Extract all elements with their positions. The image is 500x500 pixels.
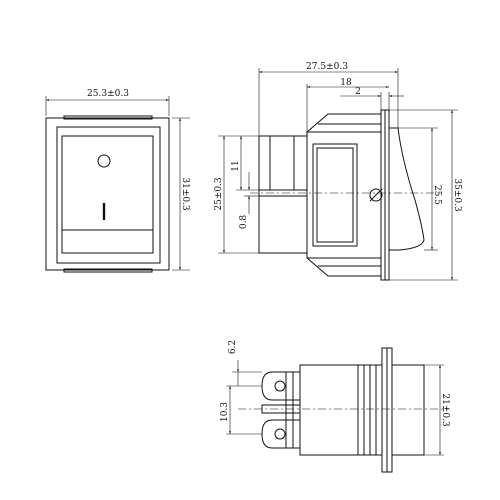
side-body-length-dim: 18	[340, 78, 352, 88]
front-width-dim: 25.3±0.3	[87, 89, 129, 99]
bottom-clip	[306, 257, 382, 277]
rocker-face	[61, 135, 154, 254]
off-symbol-icon	[97, 154, 111, 168]
side-view: 27.5±0.3 18 2 35±0.3 25.5 25±0.3 11 0.8	[214, 62, 462, 281]
side-flange-dim: 2	[355, 87, 361, 97]
pivot-circle	[369, 188, 383, 202]
side-total-length-dim: 27.5±0.3	[306, 62, 348, 72]
bottom-terminal-width-dim: 6.2	[228, 340, 238, 354]
side-terminal-offset-dim: 11	[231, 160, 241, 171]
side-height-dim: 35±0.3	[452, 178, 462, 212]
side-inner-height-dim: 25.5	[432, 185, 442, 205]
bottom-view: 6.2 10.3 21±0.3	[220, 340, 450, 473]
bottom-rocker	[391, 364, 425, 456]
top-clip	[306, 113, 382, 133]
bottom-height-dim: 21±0.3	[440, 393, 450, 427]
front-view: 25.3±0.3 31±0.3	[45, 89, 190, 273]
terminal-top	[261, 371, 300, 401]
body-window-inner	[316, 147, 354, 243]
side-terminal-span-dim: 25±0.3	[214, 177, 224, 211]
front-bezel-outer	[45, 117, 170, 271]
side-terminal-thickness-dim: 0.8	[239, 215, 249, 230]
terminal-hole-icon	[274, 428, 286, 440]
rocker-profile	[389, 127, 425, 251]
body-window	[312, 143, 358, 247]
terminal-hole-icon	[274, 380, 286, 392]
pivot-line	[369, 188, 383, 202]
front-bottom-tab	[63, 268, 153, 273]
front-height-dim: 31±0.3	[180, 177, 190, 211]
bottom-terminal-pitch-dim: 10.3	[220, 402, 230, 422]
front-bezel-inner	[56, 126, 161, 264]
rear-housing	[258, 135, 308, 254]
terminal-bottom	[261, 419, 300, 449]
front-top-tab	[63, 115, 153, 120]
